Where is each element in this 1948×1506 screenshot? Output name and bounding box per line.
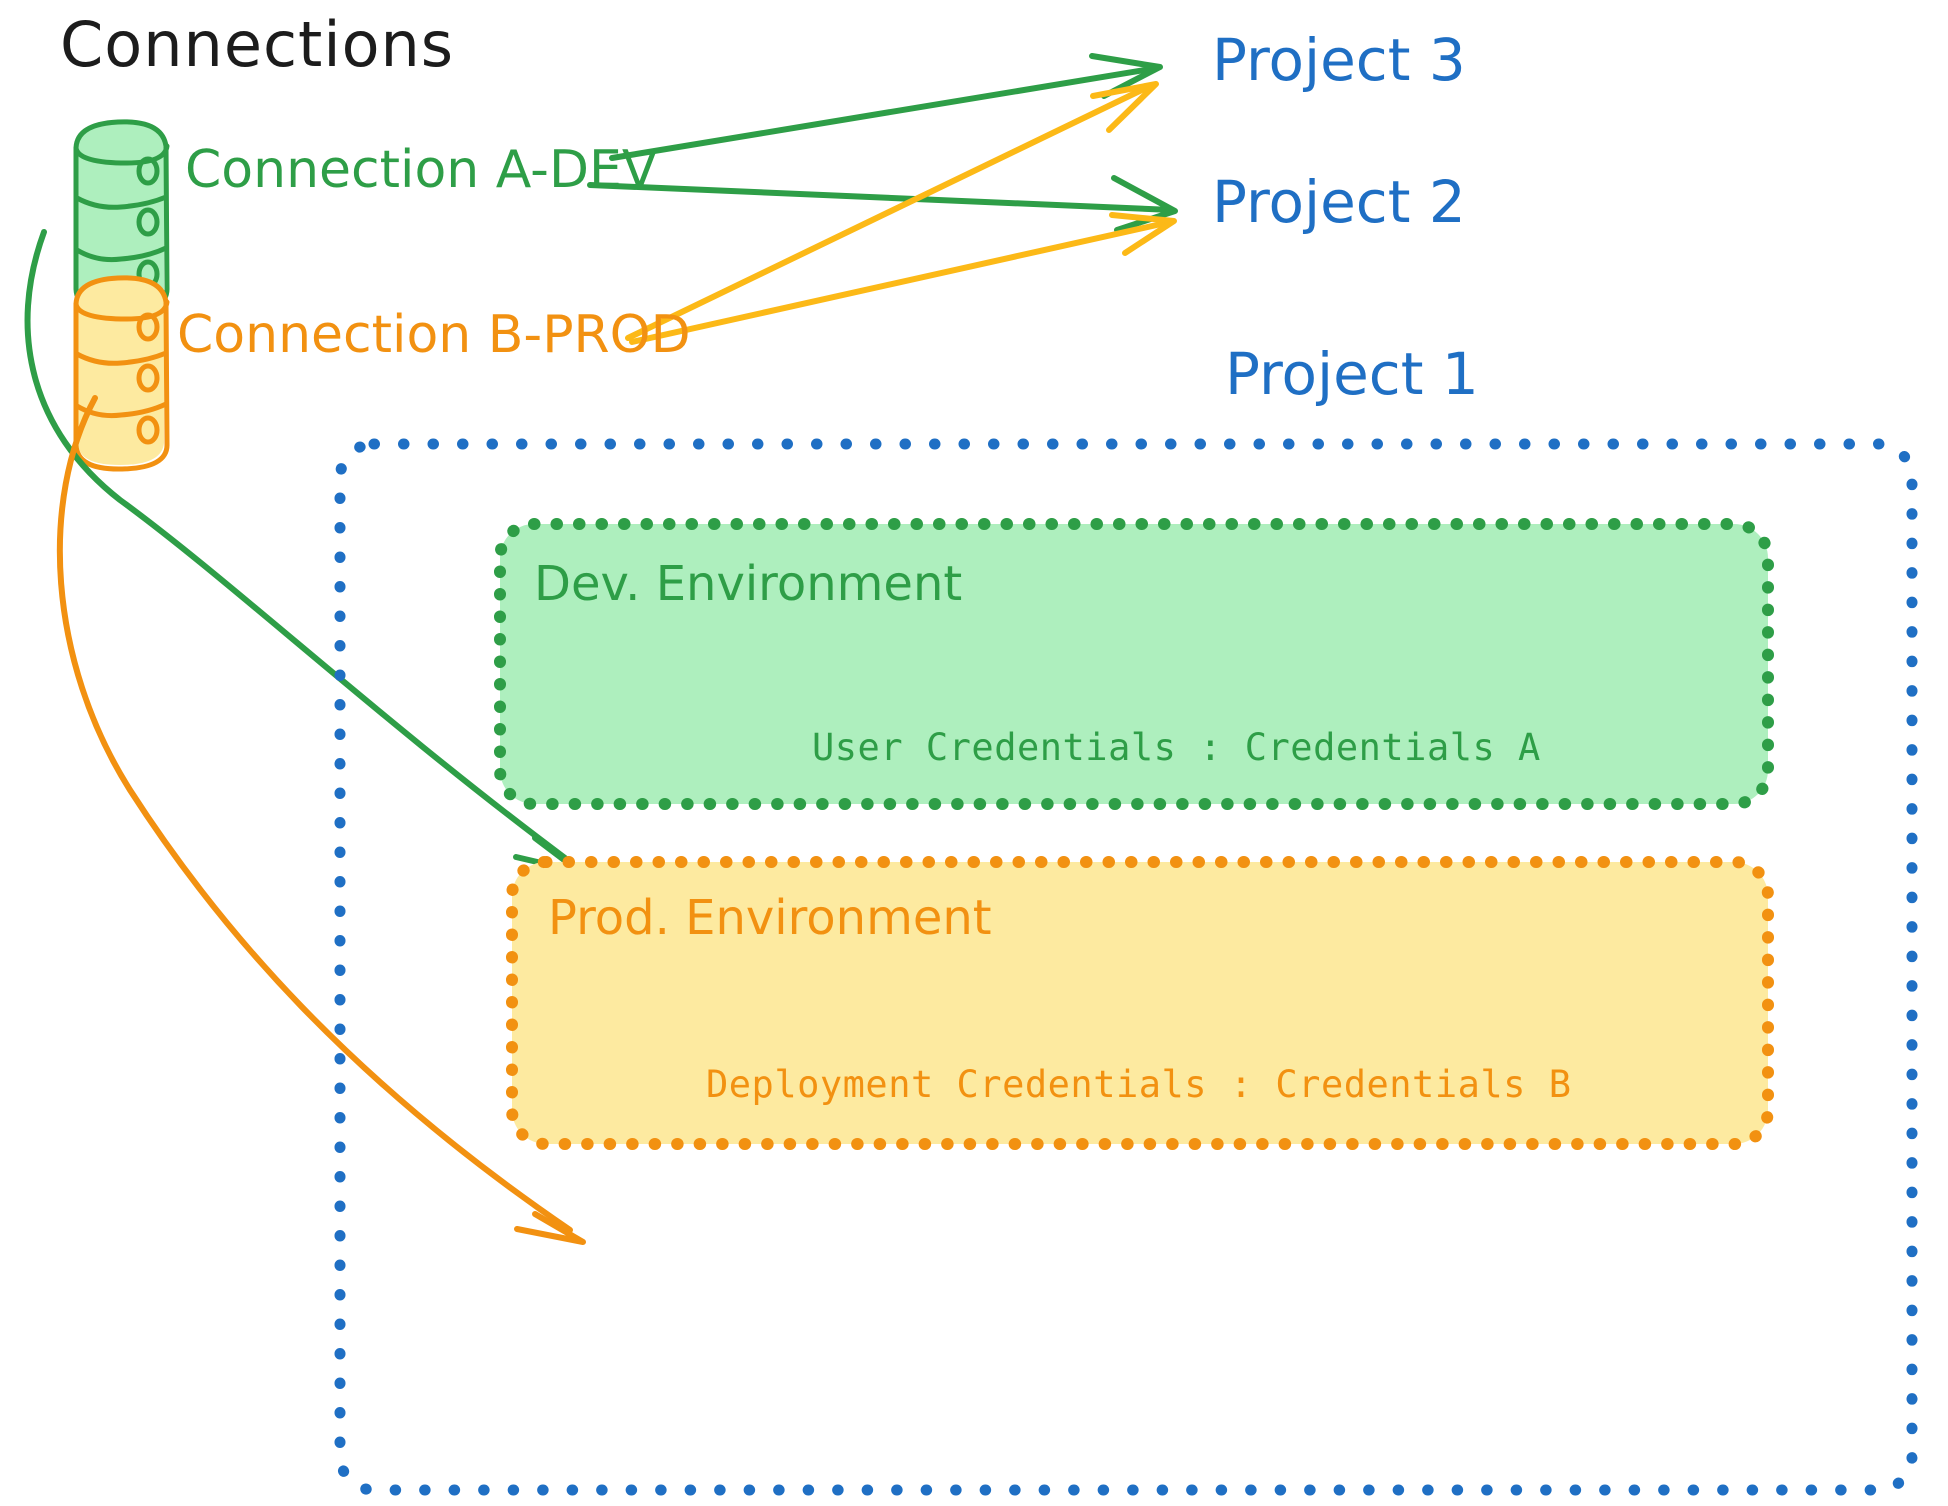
prod-environment-box[interactable] [506,856,1774,1150]
connection-a-dev-label[interactable]: Connection A-DEV [185,140,658,200]
arrow-b-prod-to-prod-environment [56,395,586,1245]
dev-environment-title: Dev. Environment [534,556,963,612]
arrow-a-dev-to-project-2 [587,175,1178,233]
prod-environment-credentials: Deployment Credentials : Credentials B [706,1063,1572,1106]
project-1-label[interactable]: Project 1 [1225,340,1479,408]
connection-a-database-icon [73,119,170,316]
project-2-label[interactable]: Project 2 [1212,168,1466,236]
arrow-b-prod-to-project-3 [625,81,1159,341]
connection-b-database-icon [73,275,170,472]
project-3-label[interactable]: Project 3 [1212,26,1466,94]
arrow-a-dev-to-project-3 [609,53,1163,161]
arrow-b-prod-to-project-2 [629,212,1177,345]
page-title: Connections [60,8,455,81]
project-1-boundary [334,438,1918,1496]
prod-environment-title: Prod. Environment [548,890,992,946]
connection-b-prod-label[interactable]: Connection B-PROD [177,305,691,365]
dev-environment-box[interactable] [494,518,1774,810]
dev-environment-credentials: User Credentials : Credentials A [812,726,1541,769]
